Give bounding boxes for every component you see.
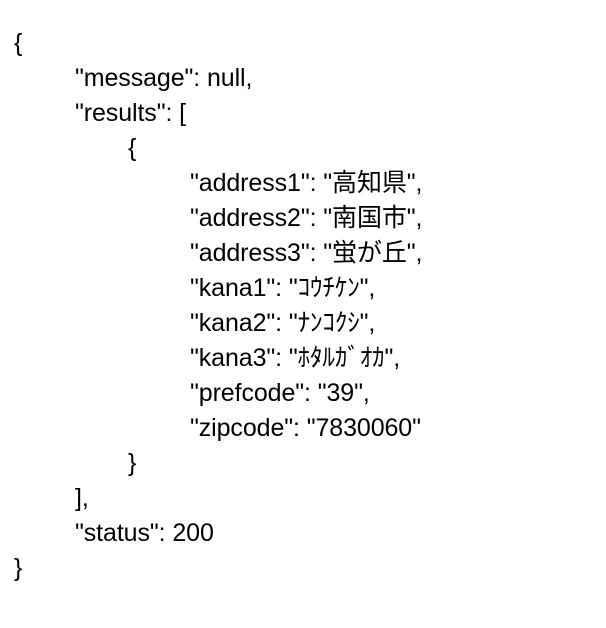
json-line: "kana3": "ﾎﾀﾙｶﾞｵｶ",	[190, 344, 401, 372]
json-line-list: { "message": null, "results": [ { "address1"…	[0, 26, 606, 586]
json-line: {	[128, 134, 137, 162]
json-line: "results": [	[75, 99, 187, 127]
json-line: {	[14, 29, 23, 57]
json-line: "address2": "南国市",	[190, 204, 423, 232]
json-line: "zipcode": "7830060"	[190, 414, 421, 442]
json-line: "kana1": "ｺｳﾁｹﾝ",	[190, 274, 376, 302]
json-line: }	[14, 554, 23, 582]
json-line: "message": null,	[75, 64, 253, 92]
json-line: "kana2": "ﾅﾝｺｸｼ",	[190, 309, 376, 337]
json-line: "status": 200	[75, 519, 214, 547]
json-line: "prefcode": "39",	[190, 379, 370, 407]
json-line: "address1": "高知県",	[190, 169, 423, 197]
json-line: "address3": "蛍が丘",	[190, 239, 423, 267]
json-line: ],	[75, 484, 89, 512]
json-line: }	[128, 449, 137, 477]
